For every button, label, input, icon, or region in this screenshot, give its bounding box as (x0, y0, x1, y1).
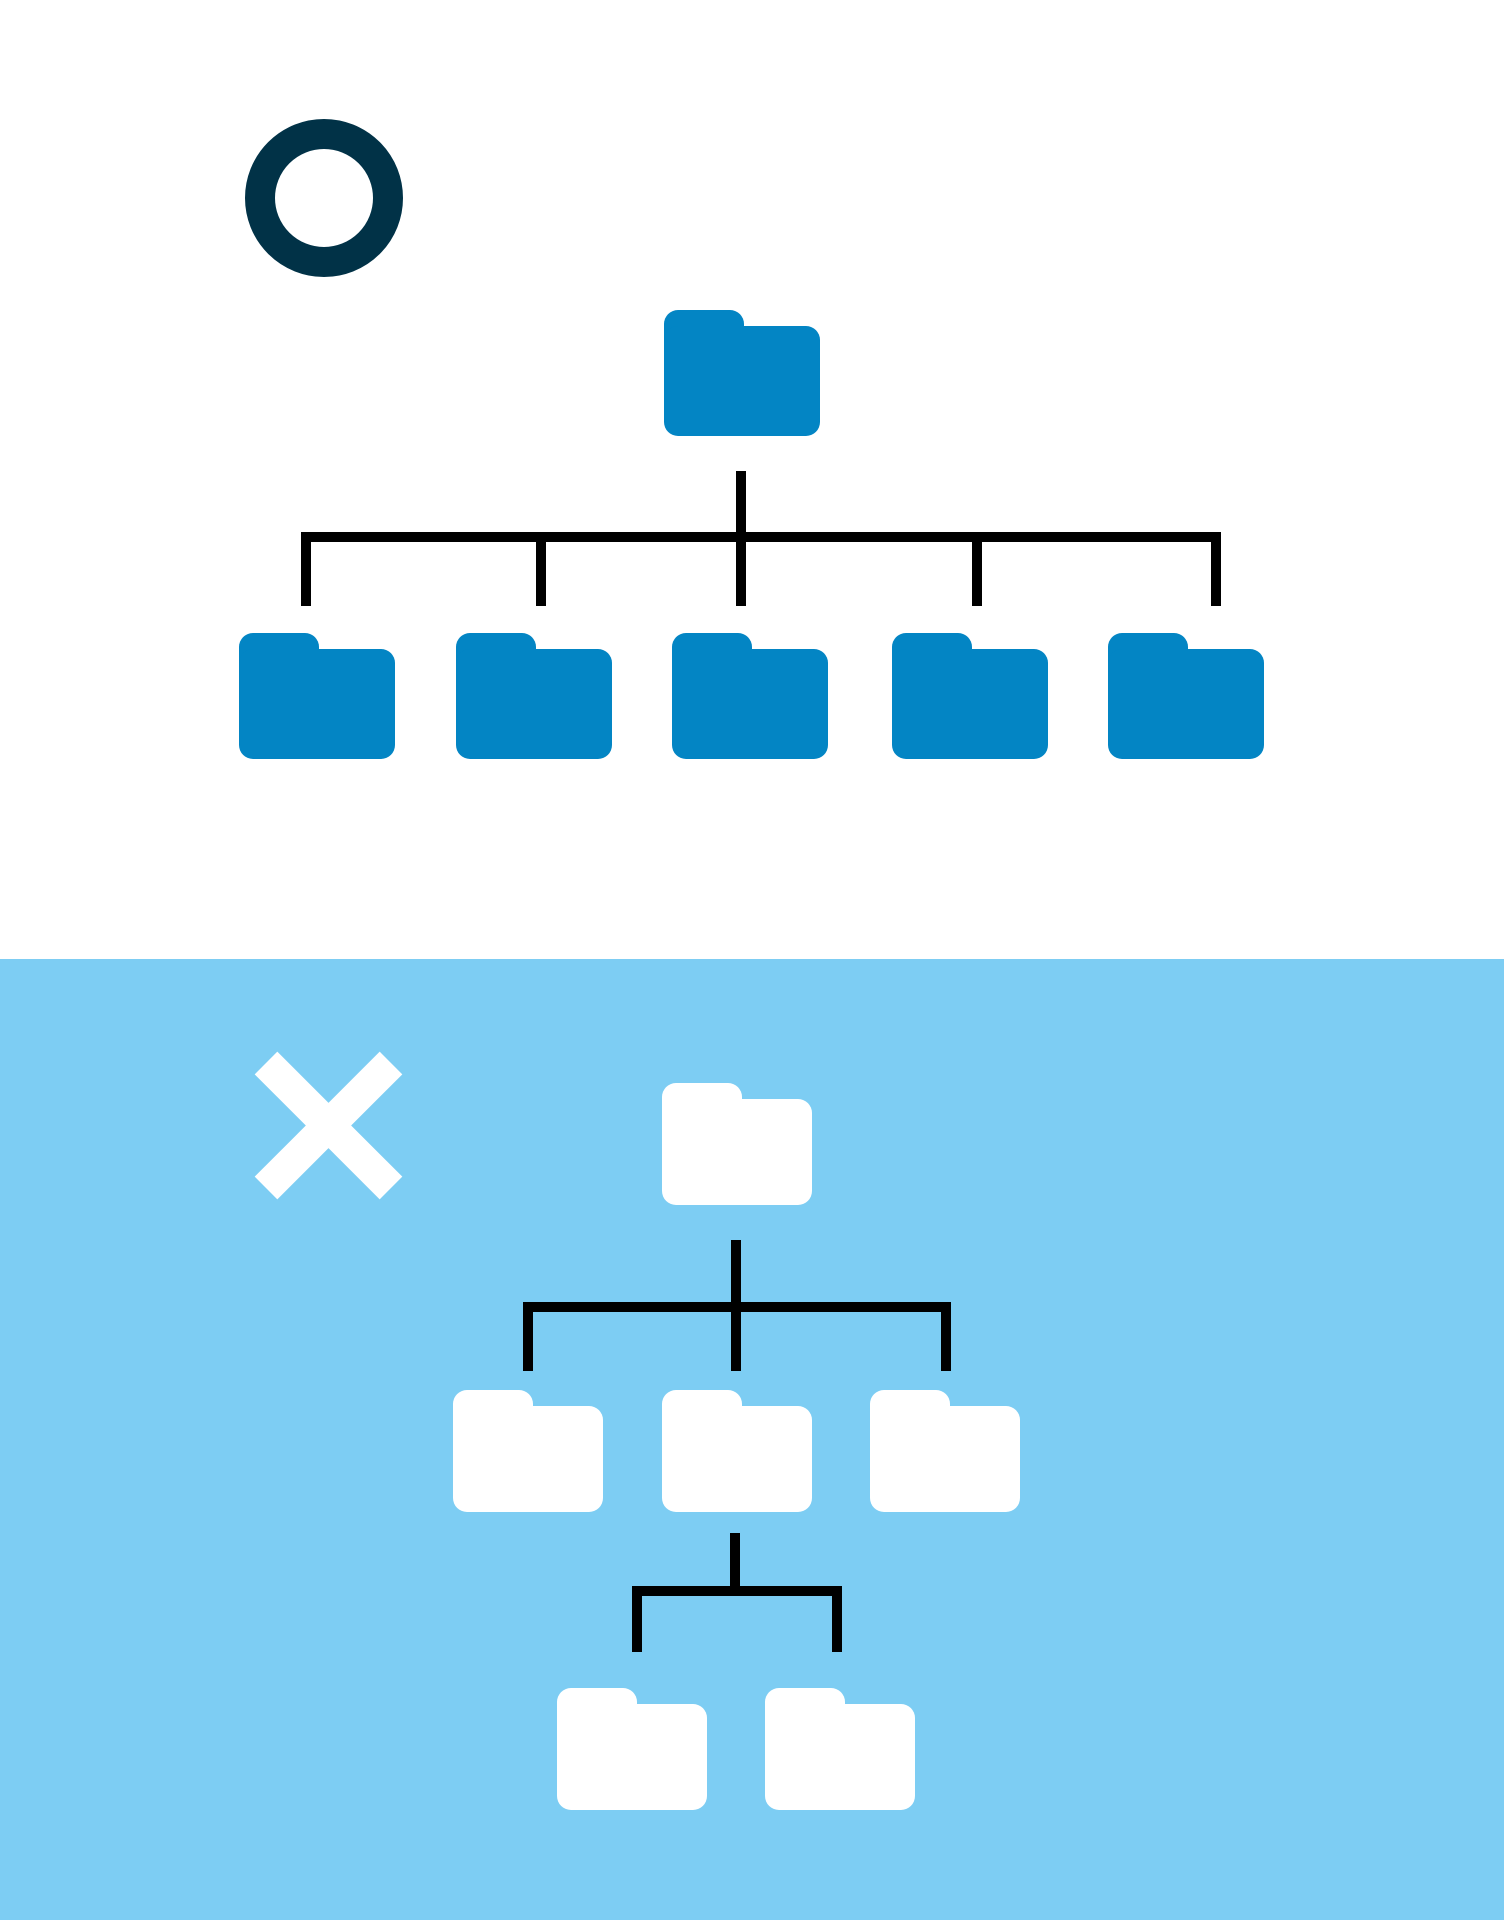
child-folder-icon (892, 633, 1048, 759)
cross-x-icon (254, 1051, 403, 1200)
child-folder-icon (662, 1390, 812, 1512)
bad-example-panel (0, 959, 1504, 1920)
grandchild-folder-icon (557, 1688, 707, 1810)
bad-example-diagram (0, 959, 1504, 1920)
good-connector-lines (301, 471, 1221, 606)
bad-connector-lines (523, 1240, 951, 1652)
good-example-diagram (0, 0, 1504, 959)
child-folder-icon (453, 1390, 603, 1512)
child-folder-icon (456, 633, 612, 759)
good-example-panel (0, 0, 1504, 959)
circle-o-icon (245, 119, 403, 277)
root-folder-icon (662, 1083, 812, 1205)
good-panel-background (0, 0, 1504, 959)
grandchild-folder-icon (765, 1688, 915, 1810)
child-folder-icon (1108, 633, 1264, 759)
child-folder-icon (239, 633, 395, 759)
root-folder-icon (664, 310, 820, 436)
child-folder-icon (672, 633, 828, 759)
child-folder-icon (870, 1390, 1020, 1512)
